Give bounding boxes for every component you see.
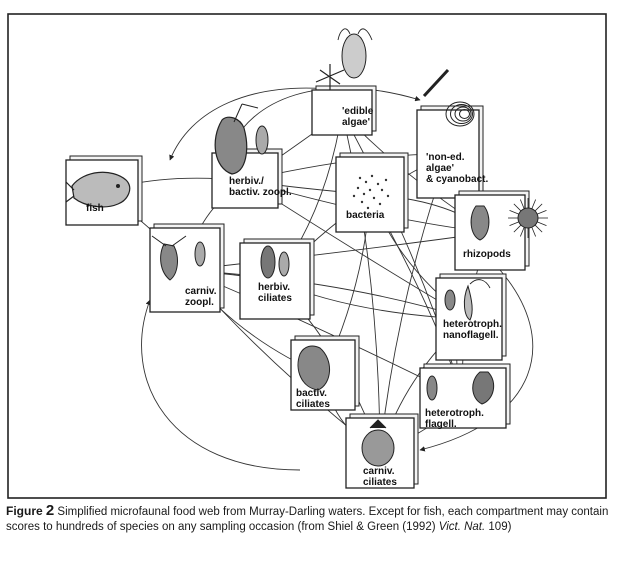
- compartment-label: herbiv./: [229, 176, 264, 187]
- compartment-label: bactiv. zoopl.: [229, 187, 292, 198]
- compartment-label: zoopl.: [185, 297, 214, 308]
- food-web-link: [184, 267, 470, 320]
- compartment-fish: fish: [65, 155, 143, 226]
- compartment-rhizopods: rhizopods: [454, 190, 548, 271]
- caption-journal: Vict. Nat.: [438, 521, 486, 533]
- food-web-link: [341, 112, 465, 399]
- compartment-label: heterotroph.: [425, 408, 484, 419]
- compartment-label: fish: [86, 203, 104, 214]
- food-web-loop-link: [419, 269, 534, 452]
- compartment-label: ciliates: [363, 477, 397, 488]
- caption-text-1: Simplified microfaunal food web from Mur…: [6, 506, 609, 533]
- compartment-label: rhizopods: [463, 249, 511, 260]
- food-web-link: [184, 232, 491, 273]
- compartment-herbiv-zoopl: herbiv./bactiv. zoopl.: [211, 103, 292, 209]
- compartment-label: 'non-ed.: [426, 152, 465, 163]
- compartment-label: algae': [426, 163, 454, 174]
- compartment-heterotroph-flagell: heterotroph.flagell.: [419, 363, 511, 430]
- figure-caption: Figure 2 Simplified microfaunal food web…: [6, 503, 612, 535]
- compartment-label: bactiv.: [296, 388, 327, 399]
- compartment-bacteria: bacteria: [335, 152, 409, 233]
- compartment-label: bacteria: [346, 210, 385, 221]
- compartment-heterotroph-nanoflagell: heterotroph.nanoflagell.: [435, 273, 507, 361]
- caption-text-2: 109): [485, 521, 512, 533]
- compartment-label: herbiv.: [258, 282, 290, 293]
- food-web-loop-link: [141, 299, 301, 471]
- caption-label: Figure: [6, 504, 43, 518]
- compartment-label: flagell.: [425, 419, 457, 430]
- compartment-label: carniv.: [185, 286, 217, 297]
- compartment-label: carniv.: [363, 466, 395, 477]
- compartment-herbiv-ciliates: herbiv.ciliates: [239, 238, 315, 320]
- compartment-bactiv-ciliates: bactiv.ciliates: [290, 335, 360, 411]
- compartment-label: ciliates: [258, 293, 292, 304]
- compartment-label: & cyanobact.: [426, 174, 488, 185]
- compartment-non-edible-algae: 'non-ed.algae'& cyanobact.: [416, 68, 488, 199]
- caption-number: 2: [45, 502, 55, 519]
- compartment-carniv-ciliates: carniv.ciliates: [345, 413, 419, 489]
- compartment-carniv-zoopl: carniv.zoopl.: [149, 223, 225, 313]
- compartment-label: 'edible: [342, 106, 374, 117]
- figure-border: [7, 13, 607, 499]
- compartment-label: algae': [342, 117, 370, 128]
- food-web-loop-link: [169, 87, 341, 161]
- compartment-label: ciliates: [296, 399, 330, 410]
- compartment-label: nanoflagell.: [443, 330, 499, 341]
- compartment-label: heterotroph.: [443, 319, 502, 330]
